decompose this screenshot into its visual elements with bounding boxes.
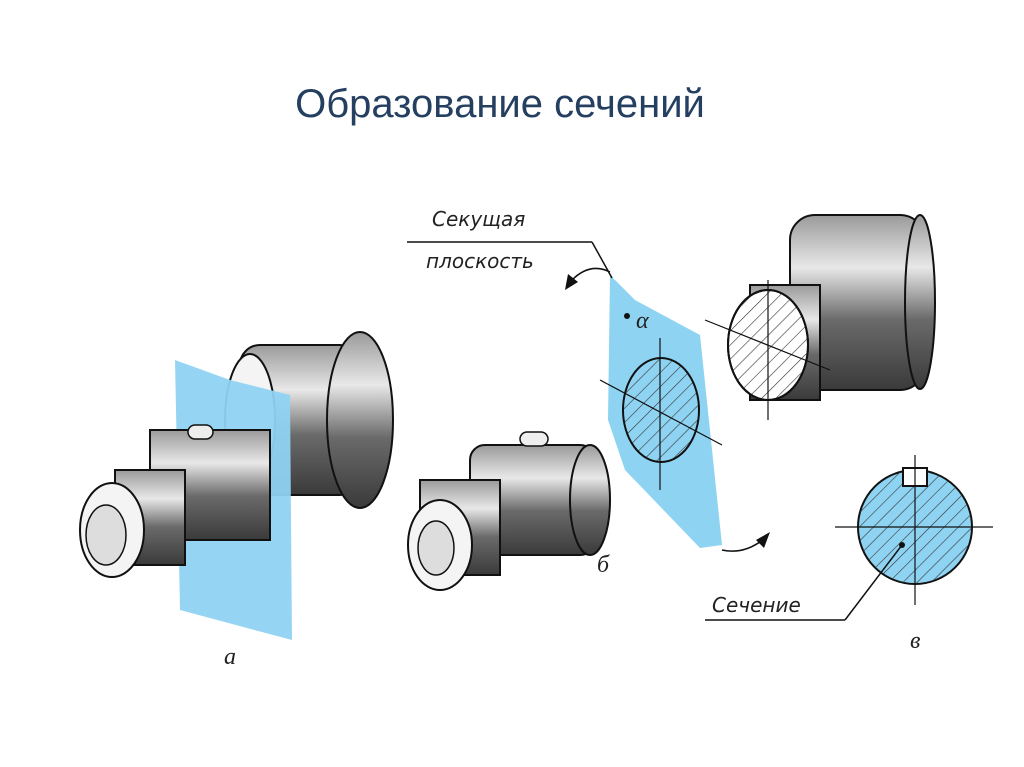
figure-a-shaft-with-plane <box>79 331 394 640</box>
slide-title: Образование сечений <box>295 82 705 126</box>
rotate-arrow-icon <box>571 267 611 281</box>
alpha-label: α <box>636 308 649 334</box>
cutting-plane-label-line1: Секущая <box>432 207 525 231</box>
figure-b-label: б <box>597 552 610 578</box>
figure-v-shaft-part <box>704 214 936 420</box>
cutting-plane-label-line2: плоскость <box>426 249 534 273</box>
figure-v-label: в <box>910 628 920 654</box>
section-view <box>835 455 993 605</box>
section-label: Сечение <box>712 593 801 617</box>
figure-b-shaft-part <box>407 431 611 591</box>
figure-a-label: а <box>224 644 236 670</box>
section-on-plane <box>622 357 700 463</box>
